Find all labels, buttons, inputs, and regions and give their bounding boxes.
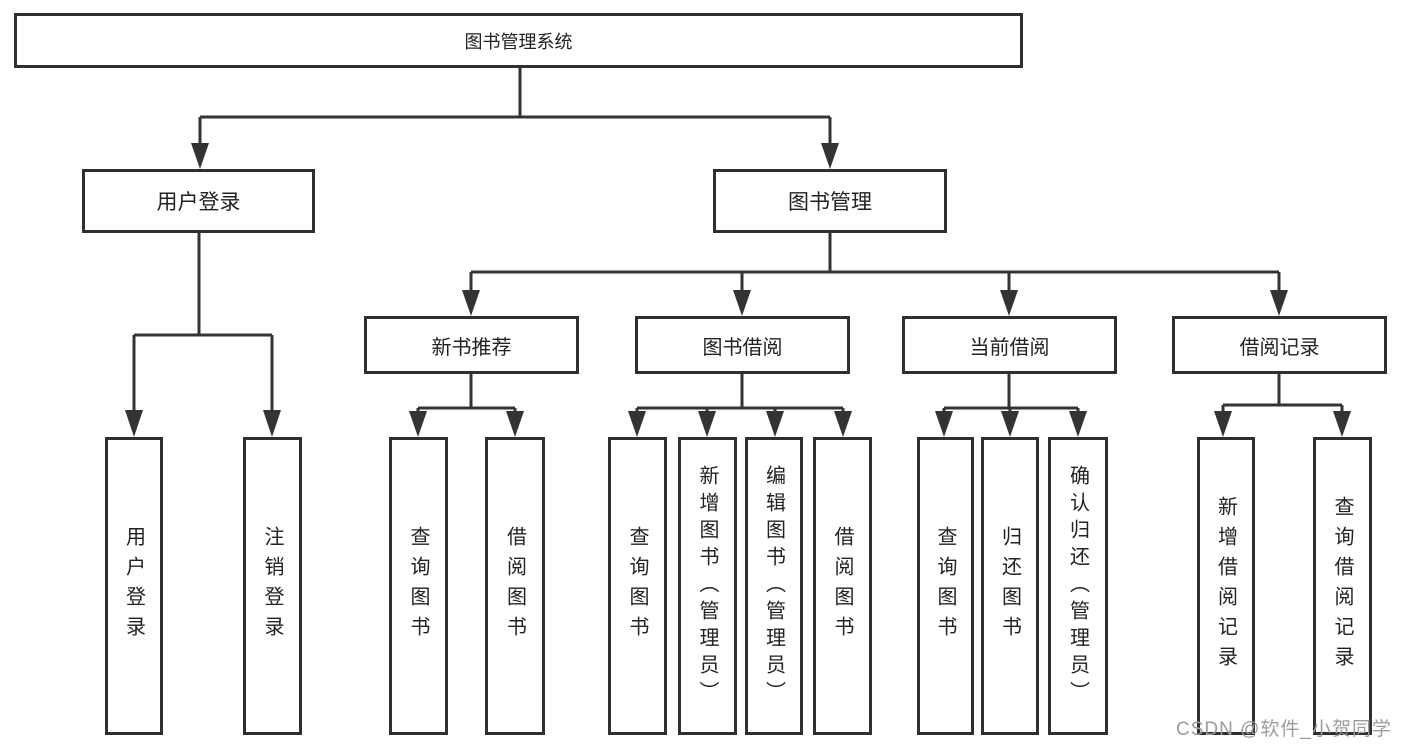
node-label: 编辑图书（管理员） bbox=[762, 464, 785, 708]
node-new-book-recommend: 新书推荐 bbox=[364, 316, 579, 374]
node-label: 查询借阅记录 bbox=[1331, 496, 1353, 676]
node-label: 借阅图书 bbox=[503, 526, 526, 646]
leaf-query-books-current: 查询图书 bbox=[917, 437, 974, 735]
node-label: 用户登录 bbox=[156, 191, 241, 214]
node-label: 查询图书 bbox=[407, 526, 429, 646]
node-current-borrow: 当前借阅 bbox=[902, 316, 1117, 374]
node-label: 新书推荐 bbox=[431, 336, 512, 359]
node-label: 新增图书（管理员） bbox=[696, 464, 718, 708]
node-label: 注销登录 bbox=[261, 526, 283, 646]
node-label: 用户登录 bbox=[122, 526, 145, 646]
leaf-confirm-return-admin: 确认归还（管理员） bbox=[1048, 437, 1108, 735]
leaf-borrow-books: 借阅图书 bbox=[813, 437, 872, 735]
leaf-add-borrow-record: 新增借阅记录 bbox=[1197, 437, 1255, 735]
leaf-logout: 注销登录 bbox=[243, 437, 302, 735]
node-label: 图书管理 bbox=[788, 191, 872, 214]
node-label: 当前借阅 bbox=[969, 336, 1050, 359]
node-label: 确认归还（管理员） bbox=[1066, 464, 1089, 708]
leaf-user-login: 用户登录 bbox=[105, 437, 163, 735]
leaf-edit-book-admin: 编辑图书（管理员） bbox=[745, 437, 803, 735]
node-user-login: 用户登录 bbox=[82, 169, 315, 233]
node-label: 新增借阅记录 bbox=[1214, 496, 1237, 676]
leaf-return-book: 归还图书 bbox=[981, 437, 1039, 735]
node-book-borrow: 图书借阅 bbox=[635, 316, 850, 374]
node-label: 查询图书 bbox=[934, 526, 956, 646]
node-label: 借阅记录 bbox=[1239, 336, 1320, 359]
node-label: 图书借阅 bbox=[702, 336, 783, 359]
leaf-add-book-admin: 新增图书（管理员） bbox=[678, 437, 737, 735]
node-book-management: 图书管理 bbox=[713, 169, 947, 233]
node-label: 归还图书 bbox=[998, 526, 1021, 646]
leaf-borrow-books-recommend: 借阅图书 bbox=[485, 437, 545, 735]
leaf-query-books-recommend: 查询图书 bbox=[389, 437, 448, 735]
csdn-watermark: CSDN @软件_小贺同学 bbox=[1176, 719, 1392, 740]
node-root: 图书管理系统 bbox=[14, 13, 1023, 68]
node-borrow-records: 借阅记录 bbox=[1172, 316, 1387, 374]
node-label: 查询图书 bbox=[626, 526, 648, 646]
leaf-query-borrow-record: 查询借阅记录 bbox=[1313, 437, 1372, 735]
node-label: 借阅图书 bbox=[831, 526, 853, 646]
leaf-query-books-borrow: 查询图书 bbox=[608, 437, 667, 735]
node-label: 图书管理系统 bbox=[464, 31, 573, 52]
